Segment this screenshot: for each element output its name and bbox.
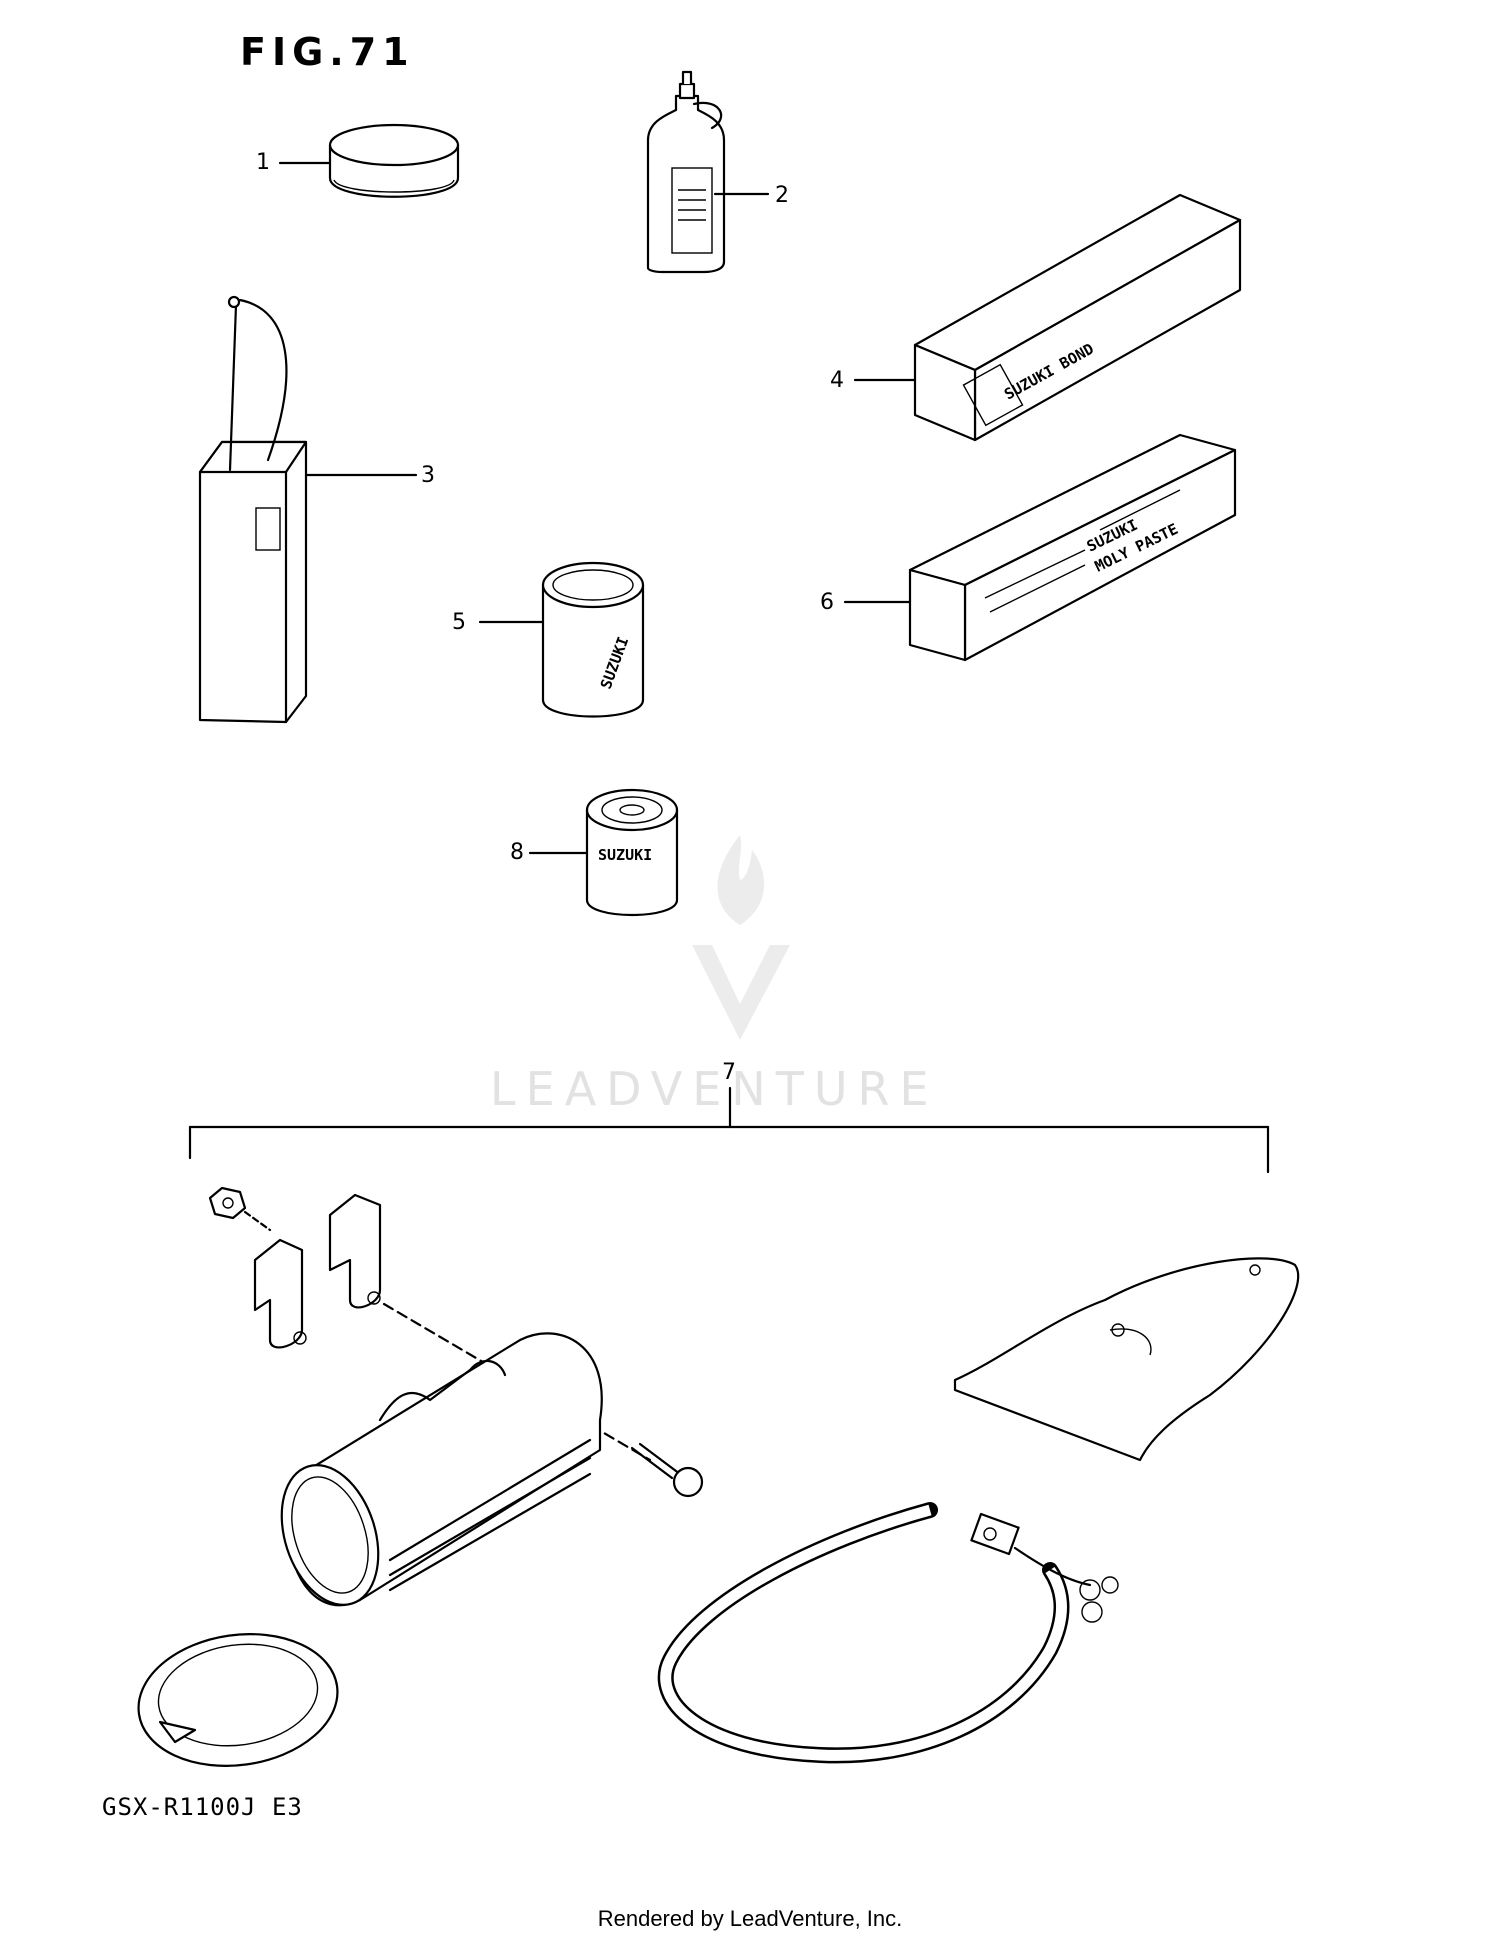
part-7-ring (137, 1633, 339, 1767)
callout-3: 3 (421, 463, 435, 488)
part-2-oil-bottle (646, 70, 770, 274)
part-7-cable-lock (657, 1502, 1119, 1764)
footer-credit: Rendered by LeadVenture, Inc. (597, 1906, 903, 1931)
watermark-logo (692, 835, 790, 1040)
figure-title: FIG.71 (240, 30, 415, 74)
callout-5: 5 (452, 610, 466, 635)
watermark-text: LEADVENTURE (490, 1062, 939, 1116)
callout-2: 2 (775, 183, 789, 208)
callout-7: 7 (722, 1060, 736, 1085)
part-5-can: SUZUKI (478, 561, 645, 718)
part-7-bracket-line (188, 1086, 1270, 1174)
model-code: GSX-R1100J E3 (102, 1793, 303, 1821)
callout-1: 1 (256, 150, 270, 175)
callout-6: 6 (820, 590, 834, 615)
part-7-pouch (953, 1257, 1300, 1462)
callout-4: 4 (830, 368, 844, 393)
can-8-label: SUZUKI (598, 846, 652, 864)
part-7-bolt (630, 1442, 704, 1498)
part-6-paste-box: SUZUKI MOLY PASTE (843, 433, 1237, 662)
part-7-tool-tube (280, 1332, 603, 1607)
part-8-small-tin: SUZUKI (528, 788, 679, 917)
part-1-cap (278, 123, 460, 198)
callout-8: 8 (510, 840, 524, 865)
part-4-bond-box: SUZUKI BOND (853, 193, 1242, 442)
part-3-oil-can (198, 295, 418, 724)
part-7-nut (208, 1186, 272, 1232)
